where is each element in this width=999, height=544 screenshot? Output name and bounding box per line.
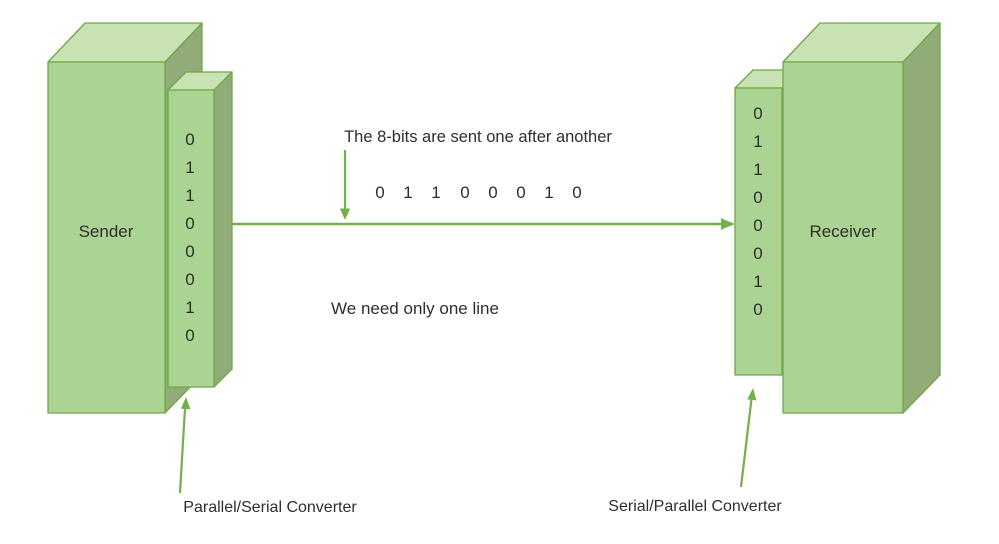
receiver-bit: 0 <box>753 216 762 235</box>
sender-label: Sender <box>79 222 134 241</box>
receiver-converter-callout: Serial/Parallel Converter <box>608 388 782 515</box>
receiver-bit: 1 <box>753 272 762 291</box>
receiver-bit: 0 <box>753 188 762 207</box>
sender-bit-column: 0 1 1 0 0 0 1 0 <box>185 130 194 345</box>
sender-bit: 0 <box>185 326 194 345</box>
channel: The 8-bits are sent one after another 0 … <box>232 128 735 318</box>
receiver-bit: 1 <box>753 160 762 179</box>
down-arrowhead-icon <box>339 208 351 220</box>
sender-bit: 0 <box>185 214 194 233</box>
receiver-device: Receiver <box>782 22 941 414</box>
channel-bit-stream: 0 1 1 0 0 0 1 0 <box>375 183 581 202</box>
channel-bit: 1 <box>544 183 553 202</box>
receiver-bit: 0 <box>753 244 762 263</box>
receiver-converter-front-face <box>734 87 783 376</box>
receiver-converter-label: Serial/Parallel Converter <box>608 498 782 515</box>
receiver-bit: 0 <box>753 104 762 123</box>
channel-bit: 1 <box>403 183 412 202</box>
sender-converter-front-face <box>167 89 215 388</box>
sender-converter-callout: Parallel/Serial Converter <box>178 397 357 516</box>
sender-converter-pointer-line <box>178 407 187 494</box>
channel-caption-top: The 8-bits are sent one after another <box>344 128 612 146</box>
sender-bit: 0 <box>185 270 194 289</box>
sender-bit: 1 <box>185 186 194 205</box>
receiver-box-front-face <box>782 61 904 414</box>
sender-converter-label: Parallel/Serial Converter <box>183 499 357 516</box>
receiver-bit: 0 <box>753 300 762 319</box>
sender-bit: 0 <box>185 242 194 261</box>
channel-caption-bottom: We need only one line <box>331 299 499 318</box>
channel-bit: 0 <box>572 183 581 202</box>
sender-box-front-face <box>47 61 166 414</box>
sender-converter-side-face <box>213 71 233 388</box>
receiver-bit: 1 <box>753 132 762 151</box>
channel-bit: 0 <box>375 183 384 202</box>
channel-bit: 1 <box>431 183 440 202</box>
sender-converter: 0 1 1 0 0 0 1 0 <box>167 71 233 388</box>
sender-bit: 1 <box>185 158 194 177</box>
channel-arrowhead-icon <box>721 218 735 230</box>
receiver-box-side-face <box>902 22 941 414</box>
receiver-converter-pointer-line <box>739 398 753 488</box>
up-arrowhead-icon <box>747 388 757 401</box>
channel-bit: 0 <box>460 183 469 202</box>
up-arrowhead-icon <box>181 397 191 410</box>
sender-bit: 1 <box>185 298 194 317</box>
sender-bit: 0 <box>185 130 194 149</box>
channel-bit: 0 <box>488 183 497 202</box>
receiver-bit-column: 0 1 1 0 0 0 1 0 <box>753 104 762 319</box>
channel-bit: 0 <box>516 183 525 202</box>
receiver-label: Receiver <box>809 222 876 241</box>
